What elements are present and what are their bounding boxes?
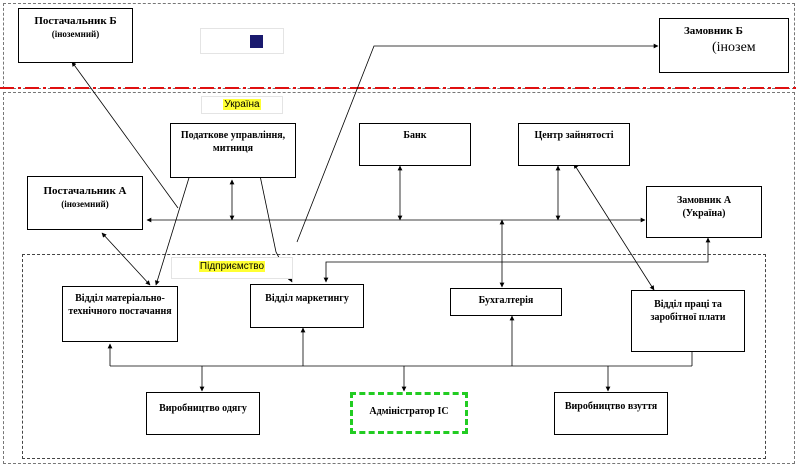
marketing-dept-box: Відділ маркетингу (250, 284, 364, 328)
marketing-dept-label: Відділ маркетингу (265, 293, 349, 304)
supplier-a-box: Постачальник А (іноземний) (27, 176, 143, 230)
foreign-zone-frame (3, 3, 795, 89)
clothing-production-box: Виробництво одягу (146, 392, 260, 435)
supplier-b-box: Постачальник Б (іноземний) (18, 8, 133, 63)
ukraine-label-text: Україна (223, 99, 261, 110)
footwear-production-box: Виробництво взуття (554, 392, 668, 435)
accounting-label: Бухгалтерія (478, 295, 534, 306)
supplier-a-name: Постачальник А (43, 185, 127, 197)
supplier-b-note: (іноземний) (51, 28, 100, 39)
employment-center-label: Центр зайнятості (534, 130, 614, 141)
is-admin-box: Адміністратор ІС (350, 392, 468, 434)
customer-a-note: (Україна) (682, 207, 726, 219)
legend-square-icon (250, 35, 263, 48)
enterprise-label-text: Підприємство (198, 261, 266, 272)
link-customera-marketing (323, 237, 711, 283)
enterprise-label: Підприємство (171, 257, 293, 279)
link-supply-suppliera (101, 232, 151, 286)
link-customerb (296, 43, 659, 243)
bank-label: Банк (403, 130, 427, 141)
customer-b-name: Замовник Б (684, 25, 743, 37)
link-supply-tax (154, 167, 194, 286)
accounting-box: Бухгалтерія (450, 288, 562, 316)
is-admin-label: Адміністратор ІС (369, 406, 449, 417)
tax-customs-label: Податкове управління, митниця (180, 130, 286, 154)
customer-a-box: Замовник А (Україна) (646, 186, 762, 238)
supply-dept-label: Відділ матеріально-технічного постачання (68, 293, 172, 317)
customer-b-note: (інозем (712, 39, 756, 55)
clothing-production-label: Виробництво одягу (159, 403, 247, 414)
labor-dept-box: Відділ праці та заробітної плати (631, 290, 745, 352)
supply-dept-box: Відділ матеріально-технічного постачання (62, 286, 178, 342)
bank-box: Банк (359, 123, 471, 166)
employment-center-box: Центр зайнятості (518, 123, 630, 166)
ukraine-label: Україна (201, 96, 283, 114)
customer-a-name: Замовник А (676, 195, 732, 206)
customer-b-box: Замовник Б (інозем (659, 18, 789, 73)
supplier-a-note: (іноземний) (61, 198, 109, 209)
supplier-b-name: Постачальник Б (34, 15, 117, 27)
labor-dept-label: Відділ праці та заробітної плати (650, 299, 726, 323)
footwear-production-label: Виробництво взуття (564, 401, 658, 412)
tax-customs-box: Податкове управління, митниця (170, 123, 296, 178)
legend-box (200, 28, 284, 54)
ukraine-zone-frame (3, 92, 795, 464)
link-employment-labor (573, 163, 655, 291)
